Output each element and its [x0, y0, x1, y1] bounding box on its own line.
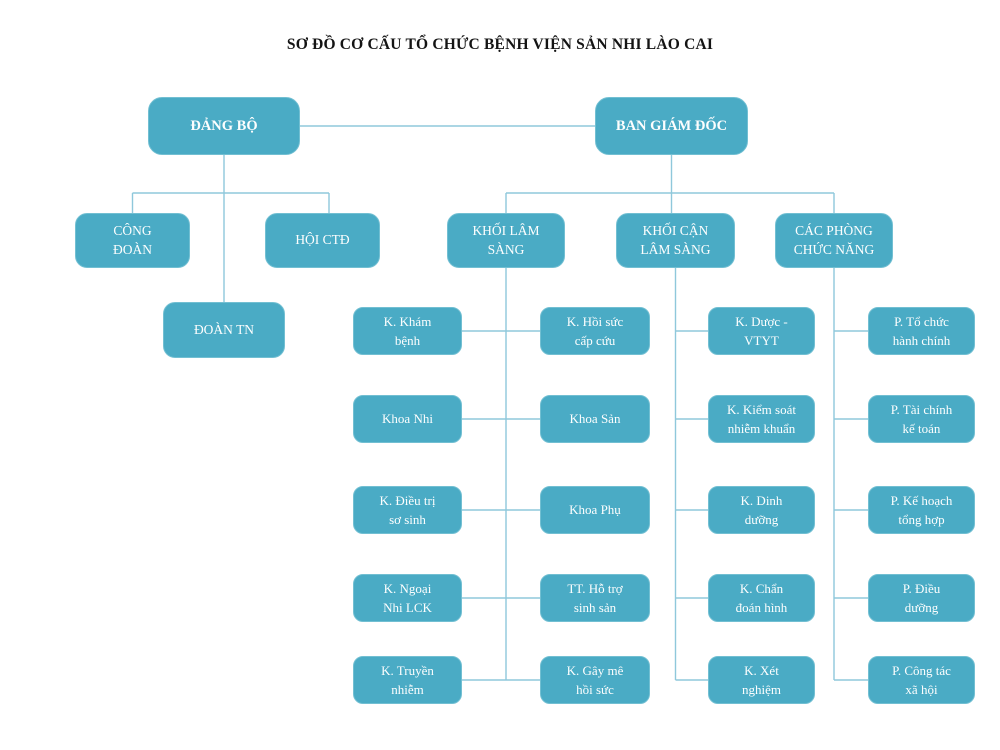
node-cac-phong-chuc-nang: CÁC PHÒNG CHỨC NĂNG: [775, 213, 893, 268]
node-doan-tn: ĐOÀN TN: [163, 302, 285, 358]
connector-path: [131, 125, 868, 681]
node-ban-giam-doc: BAN GIÁM ĐỐC: [595, 97, 748, 155]
chart-title: SƠ ĐỒ CƠ CẤU TỔ CHỨC BỆNH VIỆN SẢN NHI L…: [286, 36, 714, 53]
node-khoa-nhi: Khoa Nhi: [353, 395, 462, 443]
node-k-ngoai-nhi-lck: K. Ngoại Nhi LCK: [353, 574, 462, 622]
node-khoi-can-lam-sang: KHỐI CẬN LÂM SÀNG: [616, 213, 735, 268]
node-khoa-san: Khoa Sản: [540, 395, 650, 443]
node-k-xet-nghiem: K. Xét nghiệm: [708, 656, 815, 704]
node-k-truyen-nhiem: K. Truyền nhiễm: [353, 656, 462, 704]
node-k-kham-benh: K. Khám bệnh: [353, 307, 462, 355]
node-k-hoi-suc-cap-cuu: K. Hồi sức cấp cứu: [540, 307, 650, 355]
node-khoa-phu: Khoa Phụ: [540, 486, 650, 534]
node-tt-ho-tro-sinh-san: TT. Hỗ trợ sinh sản: [540, 574, 650, 622]
node-p-dieu-duong: P. Điều dưỡng: [868, 574, 975, 622]
node-dang-bo: ĐẢNG BỘ: [148, 97, 300, 155]
node-p-ke-hoach-tong-hop: P. Kế hoạch tổng hợp: [868, 486, 975, 534]
node-k-kiem-soat-nhiem-khuan: K. Kiểm soát nhiễm khuẩn: [708, 395, 815, 443]
node-cong-doan: CÔNG ĐOÀN: [75, 213, 190, 268]
node-hoi-ctd: HỘI CTĐ: [265, 213, 380, 268]
node-p-tai-chinh-ke-toan: P. Tài chính kế toán: [868, 395, 975, 443]
node-p-to-chuc-hanh-chinh: P. Tổ chức hành chính: [868, 307, 975, 355]
node-k-chan-doan-hinh: K. Chẩn đoán hình: [708, 574, 815, 622]
node-k-duoc-vtyt: K. Dược - VTYT: [708, 307, 815, 355]
node-k-gay-me-hoi-suc: K. Gây mê hồi sức: [540, 656, 650, 704]
node-khoi-lam-sang: KHỐI LÂM SÀNG: [447, 213, 565, 268]
node-p-cong-tac-xa-hoi: P. Công tác xã hội: [868, 656, 975, 704]
node-k-dinh-duong: K. Dinh dưỡng: [708, 486, 815, 534]
node-k-dieu-tri-so-sinh: K. Điều trị sơ sinh: [353, 486, 462, 534]
